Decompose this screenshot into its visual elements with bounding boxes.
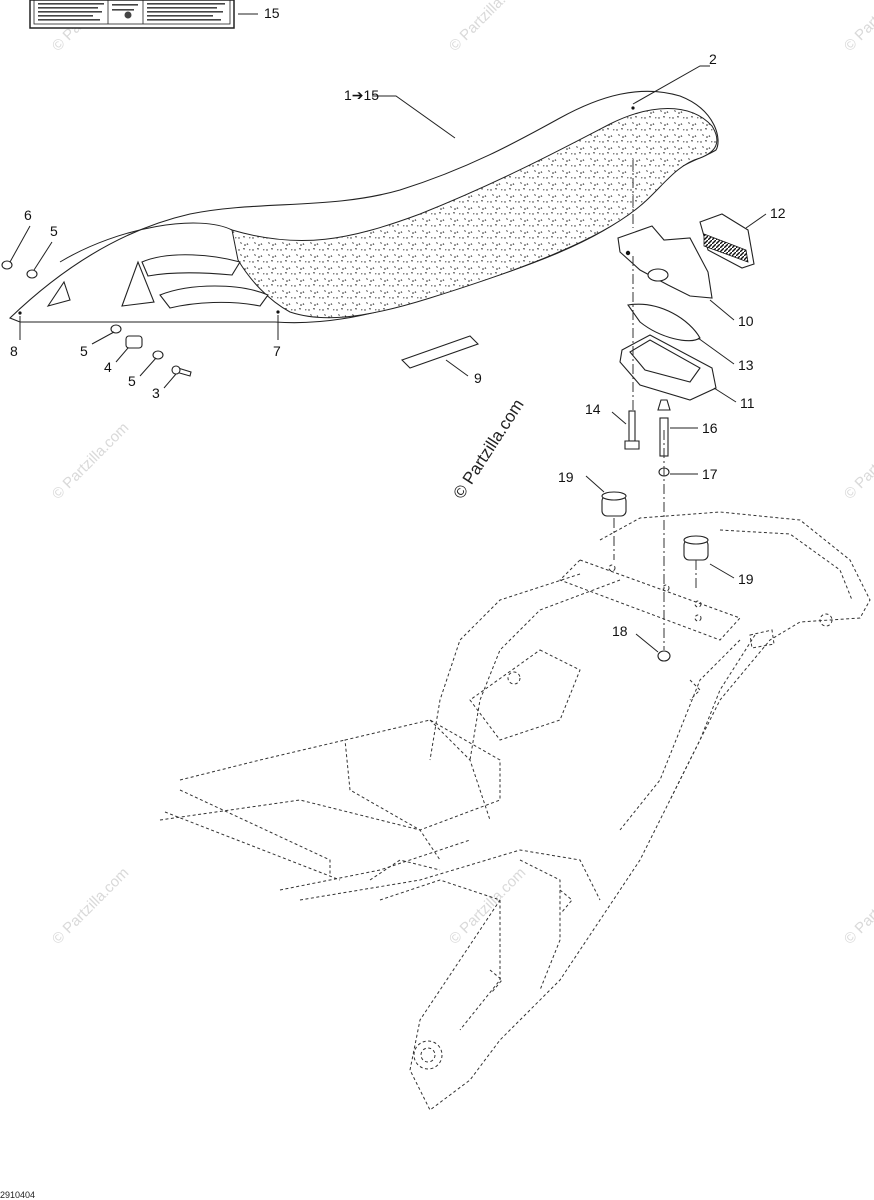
warning-decal-part-15 — [29, 0, 235, 29]
assembly-centerlines — [613, 160, 697, 650]
callout-6: 6 — [24, 207, 32, 223]
callout-15: 15 — [264, 5, 280, 21]
faint-watermark: © Partzilla.com — [49, 419, 132, 502]
callout-12: 12 — [770, 205, 786, 221]
callout-8: 8 — [10, 343, 18, 359]
callout-9: 9 — [474, 370, 482, 386]
foam-strip-part-9 — [400, 335, 480, 369]
callout-3: 3 — [152, 385, 160, 401]
callout-5c: 5 — [128, 373, 136, 389]
callout-5a: 5 — [50, 223, 58, 239]
seat-latch-parts — [617, 213, 755, 401]
callout-7: 7 — [273, 343, 281, 359]
callout-5b: 5 — [80, 343, 88, 359]
callout-2: 2 — [709, 51, 717, 67]
callout-19a: 19 — [558, 469, 574, 485]
leader-lines — [9, 13, 767, 653]
seat-assembly — [9, 90, 719, 324]
faint-watermark: © Partzilla.com — [446, 0, 529, 55]
callout-1-15: 1➔15 — [344, 87, 379, 103]
frame-outline — [159, 511, 871, 1111]
faint-watermark: © Partzilla.com — [841, 0, 874, 55]
callout-19b: 19 — [738, 571, 754, 587]
callout-labels: 1➔15 2 15 6 5 8 5 4 5 3 7 9 12 10 13 11 … — [10, 5, 786, 639]
partzilla-watermark: © Partzilla.com — [449, 396, 527, 502]
callout-13: 13 — [738, 357, 754, 373]
drawing-code: 2910404 — [0, 1190, 35, 1200]
faint-watermark: © Partzilla.com — [841, 419, 874, 502]
seat-bumpers — [601, 491, 709, 662]
callout-17: 17 — [702, 466, 718, 482]
seat-hardware — [1, 260, 192, 377]
callout-18: 18 — [612, 623, 628, 639]
callout-16: 16 — [702, 420, 718, 436]
callout-4: 4 — [104, 359, 112, 375]
callout-11: 11 — [740, 395, 755, 411]
faint-watermark: © Partzilla.com — [49, 864, 132, 947]
faint-watermark: © Partzilla.com — [841, 864, 874, 947]
faint-watermark: © Partzilla.com — [446, 864, 529, 947]
callout-10: 10 — [738, 313, 754, 329]
latch-fasteners — [624, 399, 671, 477]
callout-14: 14 — [585, 401, 601, 417]
